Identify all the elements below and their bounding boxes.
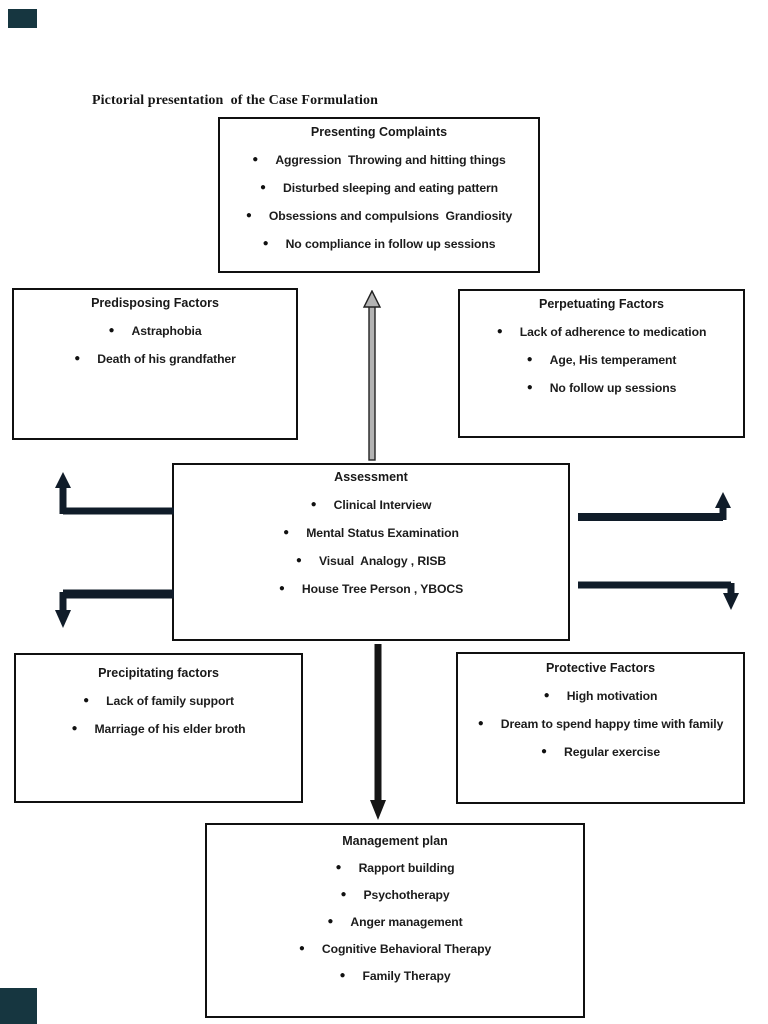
box-title: Presenting Complaints [310,125,448,139]
bullet-icon: ● [477,718,484,729]
bullet-icon: ● [71,723,78,734]
list-item: ●Family Therapy [339,969,451,983]
list-item: ●Clinical Interview [310,498,432,512]
box-perpetuating-factors: Perpetuating Factors ●Lack of adherence … [458,289,745,438]
page-title: Pictorial presentation of the Case Formu… [92,93,378,108]
box-title: Management plan [342,834,448,848]
box-title: Perpetuating Factors [538,297,665,311]
box-title: Precipitating factors [98,666,219,680]
bullet-icon: ● [278,583,285,594]
page-corner-artifact-bottom-left [0,988,37,1024]
box-title: Assessment [334,470,408,484]
bullet-icon: ● [295,555,302,566]
bullet-icon: ● [83,695,90,706]
list-item: ●Aggression Throwing and hitting things [252,153,506,167]
elbow-arrow-left-up [55,472,174,515]
bullet-icon: ● [252,154,259,165]
bullet-icon: ● [496,326,503,337]
list-item: ●Visual Analogy , RISB [295,554,447,568]
list-item: ●Lack of family support [83,694,234,708]
list-item: ●Psychotherapy [340,888,450,902]
bullet-icon: ● [340,889,347,900]
bullet-icon: ● [540,746,548,757]
page-corner-artifact-top-left [8,9,37,28]
bullet-icon: ● [526,382,533,393]
bullet-icon: ● [262,238,269,249]
up-double-arrow [362,290,382,461]
bullet-icon: ● [298,943,305,954]
bullet-icon: ● [259,182,266,193]
box-presenting-complaints: Presenting Complaints ●Aggression Throwi… [218,117,540,273]
elbow-arrow-left-down [55,589,174,628]
box-protective-factors: Protective Factors ●High motivation ●Dre… [456,652,745,804]
elbow-arrow-right-up [578,492,731,521]
bullet-icon: ● [339,970,346,981]
list-item: ●No compliance in follow up sessions [262,237,496,251]
bullet-icon: ● [526,354,533,365]
bullet-icon: ● [283,527,290,538]
box-assessment: Assessment ●Clinical Interview ●Mental S… [172,463,570,641]
bullet-icon: ● [335,862,342,873]
list-item: ●Regular exercise [540,745,660,759]
bullet-icon: ● [543,690,550,701]
list-item: ●High motivation [543,689,658,703]
list-item: ●Disturbed sleeping and eating pattern [259,181,499,195]
bullet-icon: ● [310,499,317,510]
bullet-icon: ● [327,916,334,927]
elbow-arrow-right-down [578,581,739,610]
box-title: Protective Factors [545,661,656,675]
box-title: Predisposing Factors [91,296,219,310]
list-item: ●Obsessions and compulsions Grandiosity [245,209,513,223]
box-management-plan: Management plan ●Rapport building ●Psych… [205,823,585,1018]
list-item: ●Astraphobia [108,324,202,338]
list-item: ●Lack of adherence to medication [496,325,707,339]
list-item: ●Cognitive Behavioral Therapy [298,942,492,956]
list-item: ●Marriage of his elder broth [71,722,246,736]
list-item: ●Death of his grandfather [74,352,236,366]
box-predisposing-factors: Predisposing Factors ●Astraphobia ●Death… [12,288,298,440]
bullet-icon: ● [74,353,81,364]
list-item: ●Anger management [327,915,463,929]
down-arrow [370,644,386,820]
list-item: ●Rapport building [335,861,455,875]
list-item: ●House Tree Person , YBOCS [278,582,464,596]
bullet-icon: ● [108,325,115,336]
bullet-icon: ● [245,210,252,221]
list-item: ●Age, His temperament [526,353,677,367]
list-item: ●No follow up sessions [526,381,677,395]
list-item: ●Mental Status Examination [283,526,459,540]
list-item: ●Dream to spend happy time with family [477,717,724,731]
box-precipitating-factors: Precipitating factors ●Lack of family su… [14,653,303,803]
